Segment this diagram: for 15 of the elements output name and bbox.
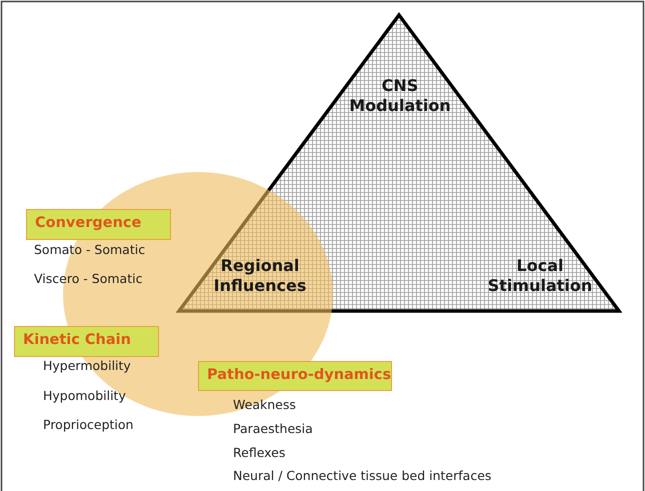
heading-label: Kinetic Chain [14,326,159,357]
list-item: Proprioception [43,417,134,432]
list-item: Viscero - Somatic [34,271,142,286]
list-item: Somato - Somatic [34,242,146,257]
list-item: Paraesthesia [233,421,313,436]
list-item: Reflexes [233,445,286,460]
corner-label: CNS Modulation [348,76,452,116]
corner-label: Local Stimulation [486,256,594,296]
corner-label: Regional Influences [212,256,308,296]
heading-label: Patho-neuro-dynamics [198,361,392,391]
list-item: Weakness [233,397,296,412]
heading-label: Convergence [26,209,171,240]
list-item: Hypomobility [43,388,126,403]
list-item: Neural / Connective tissue bed interfaces [233,468,492,483]
list-item: Hypermobility [43,358,131,373]
